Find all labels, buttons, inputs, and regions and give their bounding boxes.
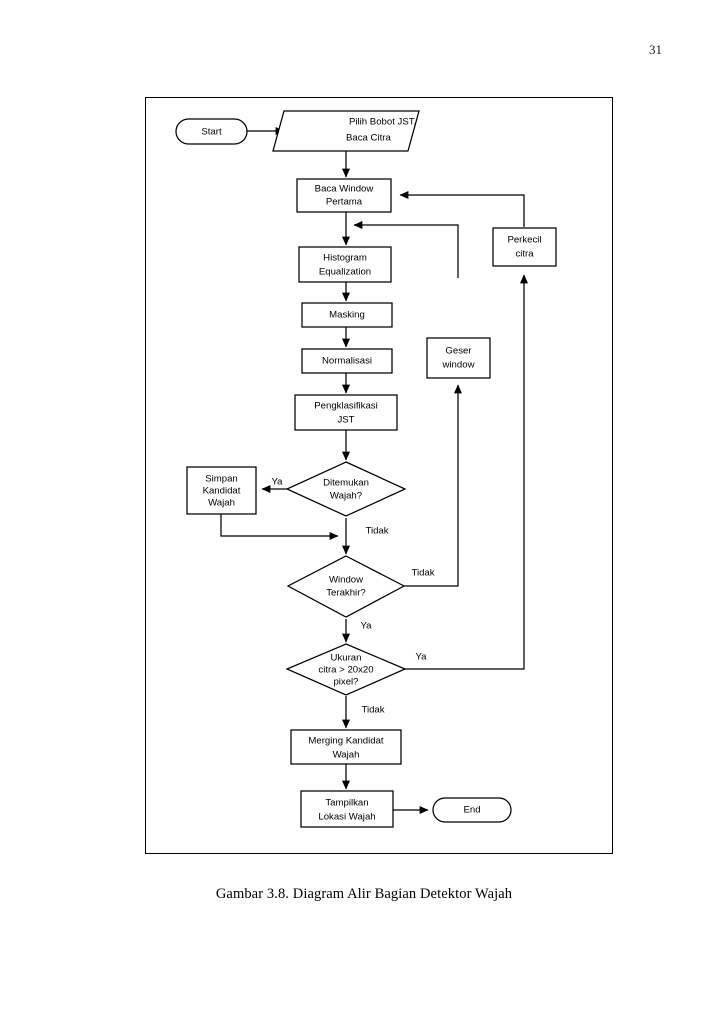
node-histeq-label-line1: Histogram [323,253,367,264]
node-tampilkan-label-line1: Tampilkan [325,798,368,809]
node-ditemukan-label-line1: Ditemukan [323,478,369,489]
node-window1-label-line1: Baca Window [315,184,374,195]
edge-label-terakhir-tidak: Tidak [411,568,434,579]
node-input-label-line1: Pilih Bobot JST, [349,117,416,128]
node-histogram-equalization[interactable]: Histogram Equalization [298,246,392,283]
node-merging-kandidat-wajah[interactable]: Merging Kandidat Wajah [290,729,402,765]
node-ditemukan-label-line2: Wajah? [330,491,362,502]
node-ditemukan-wajah[interactable]: Ditemukan Wajah? [285,461,407,517]
node-window-terakhir[interactable]: Window Terakhir? [286,555,406,618]
node-end[interactable]: End [432,797,512,823]
node-merging-label-line1: Merging Kandidat [308,736,384,747]
node-klasifikasi-label-line2: JST [337,415,354,426]
node-terakhir-label-line1: Window [329,575,363,586]
edge-ukuran-ya-to-perkecil [404,274,528,670]
node-histeq-label-line2: Equalization [319,267,371,278]
node-baca-window-pertama[interactable]: Baca Window Pertama [296,178,392,213]
node-merging-label-line2: Wajah [333,750,360,761]
node-geser-window[interactable]: Geser window [426,337,491,379]
node-ukuran-citra[interactable]: Ukuran citra > 20x20 pixel? [285,643,407,696]
node-start-label: Start [201,127,222,138]
node-perkecil-label-line1: Perkecil [507,235,541,246]
node-masking[interactable]: Masking [301,302,393,328]
node-normalisasi-label: Normalisasi [322,356,372,367]
edge-label-terakhir-ya: Ya [360,621,372,632]
node-normalisasi[interactable]: Normalisasi [301,348,393,374]
node-input[interactable]: Pilih Bobot JST, Baca Citra [272,110,420,152]
node-simpan-kandidat-wajah[interactable]: Simpan Kandidat Wajah [186,466,257,515]
node-simpan-label-line2: Kandidat [203,486,241,497]
node-terakhir-label-line2: Terakhir? [326,588,365,599]
node-tampilkan-lokasi-wajah[interactable]: Tampilkan Lokasi Wajah [300,790,394,828]
edge-perkecil-to-window1 [399,191,525,227]
figure-frame: Start Pilih Bobot JST, Baca Citra Baca W… [145,97,613,854]
node-end-label: End [463,805,480,816]
edge-label-ditemukan-ya: Ya [271,477,283,488]
node-perkecil-label-line2: citra [515,249,534,260]
node-input-label-line2: Baca Citra [346,133,391,144]
edge-simpan-to-trunk [220,514,339,540]
node-tampilkan-label-line2: Lokasi Wajah [318,812,375,823]
node-ukuran-label-line3: pixel? [333,677,358,688]
edge-label-ukuran-ya: Ya [415,652,427,663]
page-number: 31 [649,42,662,57]
figure-caption: Gambar 3.8. Diagram Alir Bagian Detektor… [215,886,513,902]
node-pengklasifikasi-jst[interactable]: Pengklasifikasi JST [294,394,398,431]
node-geser-label-line2: window [442,360,475,371]
edge-geser-to-histeq [353,221,459,278]
edge-terakhir-tidak-to-geser [404,384,462,587]
flowchart-svg: Start Pilih Bobot JST, Baca Citra Baca W… [175,110,557,828]
node-perkecil-citra[interactable]: Perkecil citra [492,227,557,267]
node-simpan-label-line1: Simpan [205,474,238,485]
edge-label-ditemukan-tidak: Tidak [365,526,388,537]
node-simpan-label-line3: Wajah [208,498,235,509]
node-masking-label: Masking [329,310,365,321]
node-ukuran-label-line1: Ukuran [331,653,362,664]
edge-label-ukuran-tidak: Tidak [361,705,384,716]
node-window1-label-line2: Pertama [326,197,363,208]
node-klasifikasi-label-line1: Pengklasifikasi [314,401,377,412]
node-start[interactable]: Start [175,118,248,145]
node-ukuran-label-line2: citra > 20x20 [318,665,373,676]
node-geser-label-line1: Geser [445,346,472,357]
